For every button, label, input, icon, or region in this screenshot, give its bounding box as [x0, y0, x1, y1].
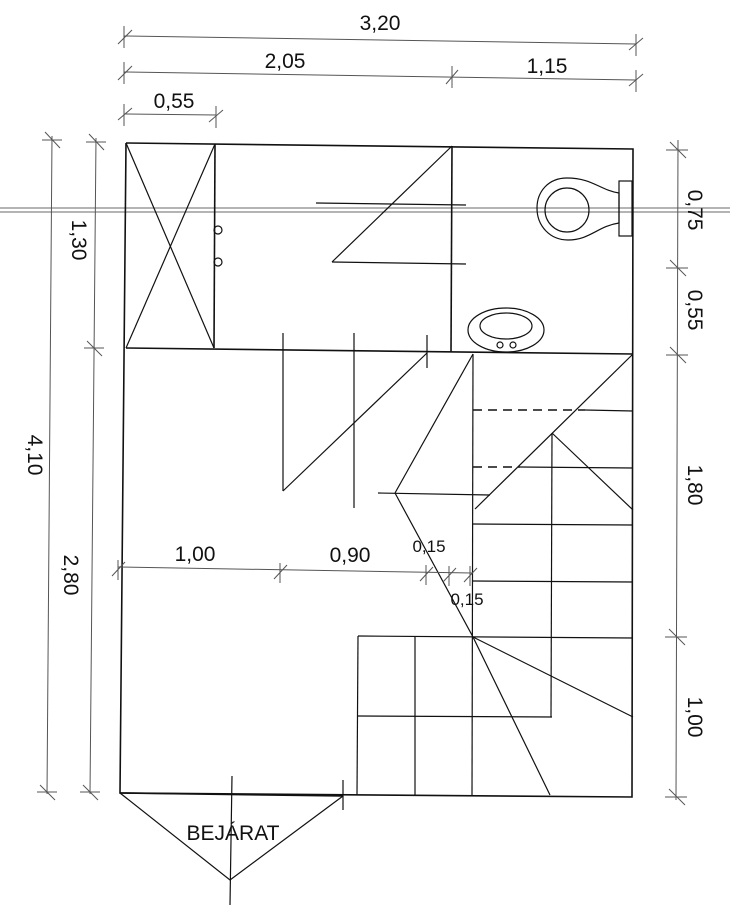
inner-dimensions	[111, 560, 478, 586]
left-dimensions	[37, 131, 106, 801]
dim-sink-depth: 0,55	[683, 290, 706, 331]
wardrobe	[125, 142, 223, 349]
stair-left-run	[282, 333, 428, 508]
bathroom-door	[315, 145, 467, 265]
dim-left-width: 2,05	[265, 50, 306, 73]
dim-stair-upper: 1,80	[683, 465, 706, 506]
dim-right-width: 1,15	[527, 55, 568, 78]
dim-upper-depth: 1,30	[67, 220, 90, 261]
dim-total-width: 3,20	[360, 12, 401, 35]
top-dimensions	[117, 26, 644, 128]
dim-inner-c: 0,15	[412, 537, 445, 556]
sink-icon	[467, 307, 545, 353]
right-dimensions	[665, 139, 688, 806]
entrance-label: BEJÁRAT	[187, 822, 280, 845]
entrance-marker	[119, 775, 344, 906]
staircase	[356, 353, 634, 797]
dim-toilet-depth: 0,75	[683, 190, 706, 231]
scan-line	[0, 207, 730, 213]
toilet-icon	[536, 177, 633, 241]
dim-total-depth: 4,10	[23, 435, 46, 476]
dim-inner-a: 1,00	[175, 543, 216, 566]
dim-inner-d: 0,15	[450, 590, 483, 609]
walls	[119, 142, 634, 798]
dim-stair-lower: 1,00	[683, 697, 706, 738]
dim-inner-b: 0,90	[330, 544, 371, 567]
dim-closet-width: 0,55	[154, 90, 195, 113]
dim-lower-depth: 2,80	[59, 555, 82, 596]
